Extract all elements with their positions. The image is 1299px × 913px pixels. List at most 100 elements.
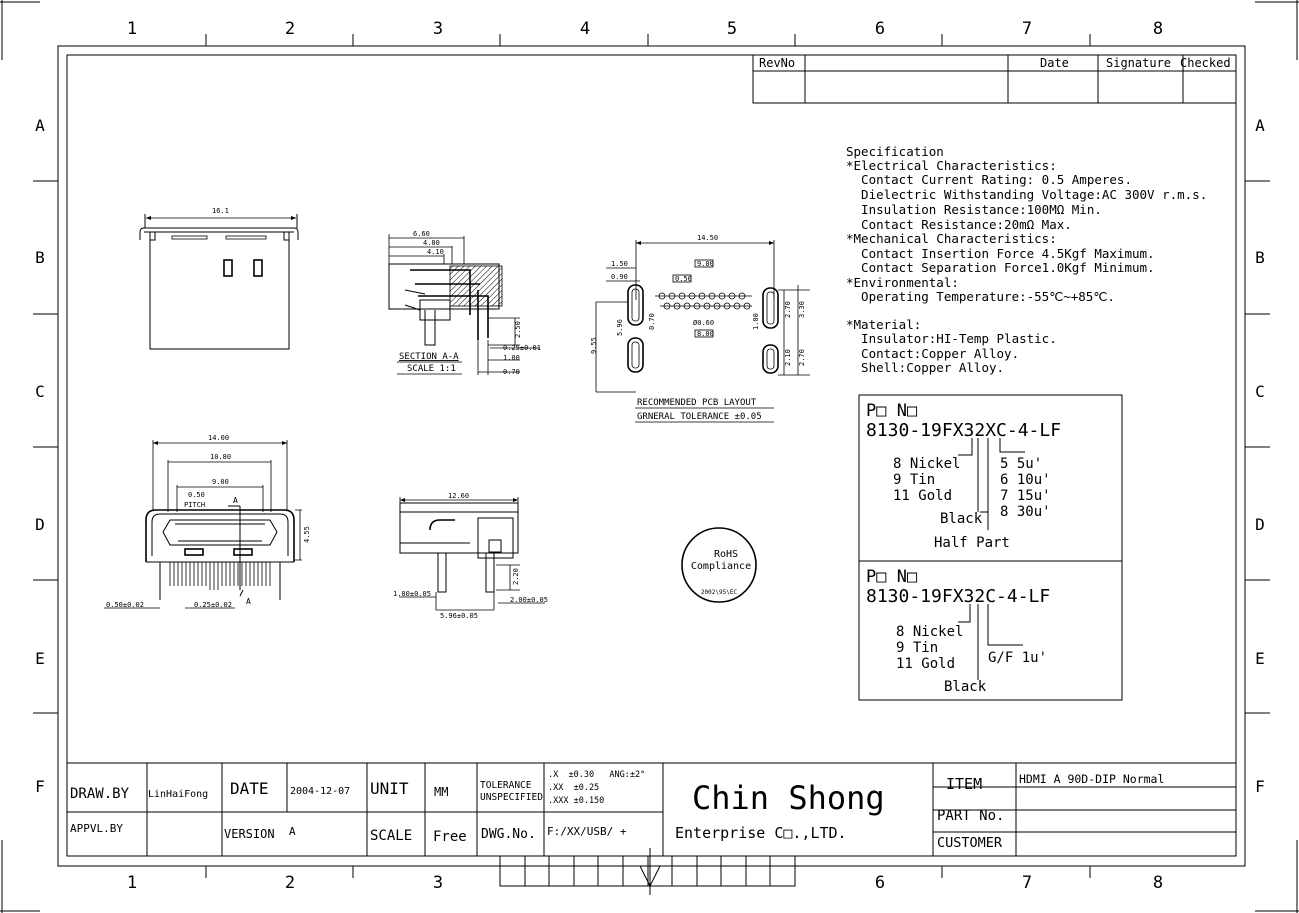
appvl-by-label: APPVL.BY: [70, 822, 123, 835]
material-line: Contact:Copper Alloy.: [846, 346, 1019, 361]
row-label: A: [35, 116, 45, 135]
row-label: D: [1255, 515, 1265, 534]
dimension-label: 0.50: [188, 491, 205, 499]
dimension-label: 5.96±0.05: [440, 612, 478, 620]
revision-block: RevNo Date Signature Checked: [752, 54, 1237, 104]
dimension-label: 0.50: [675, 275, 692, 283]
dimension-label: 4.80: [423, 239, 440, 247]
pcb-tolerance-label: GRNERAL TOLERANCE ±0.05: [637, 412, 762, 422]
front-view-bottom: 14.00 10.80 9.00 0.50 PITCH A A 4.55 0.5…: [104, 434, 311, 609]
section-a-a-view: 6.60 4.80 4.10 2.50 0.25±0.01 1.00 0.70 …: [388, 230, 541, 376]
col-label: 2: [285, 19, 295, 39]
part-title: P□ N□: [866, 401, 918, 421]
date-label: DATE: [230, 779, 269, 798]
dimension-label: 2.70: [784, 301, 792, 318]
part-code: 8130-19FX32XC-4-LF: [866, 420, 1061, 441]
plating-option: 9 Tin: [893, 472, 935, 488]
rohs-text: RoHS: [714, 549, 738, 560]
dimension-label: 0.25±0.01: [503, 344, 541, 352]
grid-column-labels-top: 1 2 3 4 5 6 7 8: [127, 19, 1163, 39]
dimension-label: 2.50: [514, 321, 522, 338]
dimension-label: 6.60: [413, 230, 430, 238]
dimension-label: 0.90: [611, 273, 628, 281]
black-label: Black: [944, 679, 987, 695]
row-label: D: [35, 515, 45, 534]
col-label: 2: [285, 873, 295, 893]
gold-thickness-option: 6 10u': [1000, 472, 1051, 488]
dimension-label: 2.70: [798, 349, 806, 366]
dimension-label: 14.50: [697, 234, 718, 242]
customer-label: CUSTOMER: [937, 835, 1003, 851]
part-no-label: PART No.: [937, 808, 1004, 824]
grid-column-labels-bottom: 1 2 3 6 7 8: [127, 873, 1163, 893]
revno-label: RevNo: [759, 56, 795, 70]
dimension-label: 4.55: [303, 526, 311, 543]
date-value: 2004-12-07: [290, 786, 350, 797]
signature-header: Signature: [1106, 56, 1171, 70]
col-label: 1: [127, 19, 137, 39]
dimension-label: 9.55: [590, 337, 598, 354]
spec-line: *Environmental:: [846, 275, 959, 290]
dimension-label: 1.50: [611, 260, 628, 268]
spec-line: *Mechanical Characteristics:: [846, 231, 1057, 246]
spec-line: Contact Resistance:20mΩ Max.: [846, 217, 1072, 232]
black-label: Black: [940, 511, 983, 527]
pitch-label: PITCH: [184, 501, 205, 509]
material-line: *Material:: [846, 317, 921, 332]
tolerance-label: TOLERANCE: [480, 780, 532, 791]
gold-flash-option: G/F 1u': [988, 650, 1047, 666]
part-code: 8130-19FX32C-4-LF: [866, 586, 1050, 607]
version-value: A: [289, 825, 296, 838]
grid-row-labels-left: A B C D E F: [35, 116, 45, 796]
col-label: 4: [580, 19, 590, 39]
tolerance-xx: .XX ±0.25: [548, 783, 599, 793]
specification-block: Specification *Electrical Characteristic…: [846, 144, 1207, 375]
unit-value: MM: [434, 785, 448, 799]
part-number-box-2: P□ N□ 8130-19FX32C-4-LF 8 Nickel 9 Tin 1…: [858, 560, 1123, 701]
plating-option: 8 Nickel: [893, 456, 960, 472]
dimension-label: 16.1: [212, 207, 229, 215]
checked-header: Checked: [1180, 56, 1231, 70]
pcb-layout-label: RECOMMENDED PCB LAYOUT: [637, 398, 757, 408]
dimension-label: 0.70: [648, 313, 656, 330]
rohs-text: Compliance: [691, 561, 751, 572]
recommended-pcb-layout: 14.50 1.50 0.90 9.00 0.50 0.70: [590, 234, 810, 423]
col-label: 5: [727, 19, 737, 39]
dimension-label: 4.10: [427, 248, 444, 256]
draw-by-label: DRAW.BY: [70, 786, 130, 802]
row-label: E: [35, 649, 45, 668]
dimension-label: 5.96: [616, 319, 624, 336]
tolerance-xxx: .XXX ±0.150: [548, 796, 604, 806]
spec-line: Dielectric Withstanding Voltage:AC 300V …: [846, 187, 1207, 202]
spec-line: Contact Separation Force1.0Kgf Minimum.: [846, 260, 1155, 275]
grid-row-labels-right: A B C D E F: [1255, 116, 1265, 796]
row-label: C: [1255, 382, 1265, 401]
unit-label: UNIT: [370, 779, 409, 798]
spec-title: Specification: [846, 144, 944, 159]
item-value: HDMI A 90D-DIP Normal: [1019, 772, 1164, 786]
dimension-label: 9.00: [212, 478, 229, 486]
date-header: Date: [1040, 56, 1069, 70]
bottom-scale-ruler: [499, 848, 796, 895]
scale-label: SCALE: [370, 828, 412, 844]
col-label: 6: [875, 19, 885, 39]
dimension-label: 1.00: [752, 313, 760, 330]
col-label: 8: [1153, 873, 1163, 893]
row-label: B: [35, 248, 45, 267]
section-scale: SCALE 1:1: [407, 364, 456, 374]
part-title: P□ N□: [866, 567, 918, 587]
gold-thickness-option: 5 5u': [1000, 456, 1042, 472]
dimension-label: 14.00: [208, 434, 229, 442]
side-view: 12.60 1.00±0.05 2.20 2.00±0.05 5.96±0.05: [393, 492, 548, 620]
spec-line: Contact Current Rating: 0.5 Amperes.: [846, 172, 1132, 187]
rohs-text: 2002\95\EC: [701, 589, 738, 596]
pin-array: [169, 562, 271, 590]
col-label: 3: [433, 873, 443, 893]
scale-value: Free: [433, 829, 467, 845]
dimension-label: 10.80: [210, 453, 231, 461]
dimension-label: 9.00: [697, 260, 714, 268]
row-label: F: [1255, 777, 1265, 796]
col-label: 1: [127, 873, 137, 893]
tolerance-x: .X ±0.30 ANG:±2°: [548, 770, 645, 780]
dimension-label: 0.70: [503, 368, 520, 376]
